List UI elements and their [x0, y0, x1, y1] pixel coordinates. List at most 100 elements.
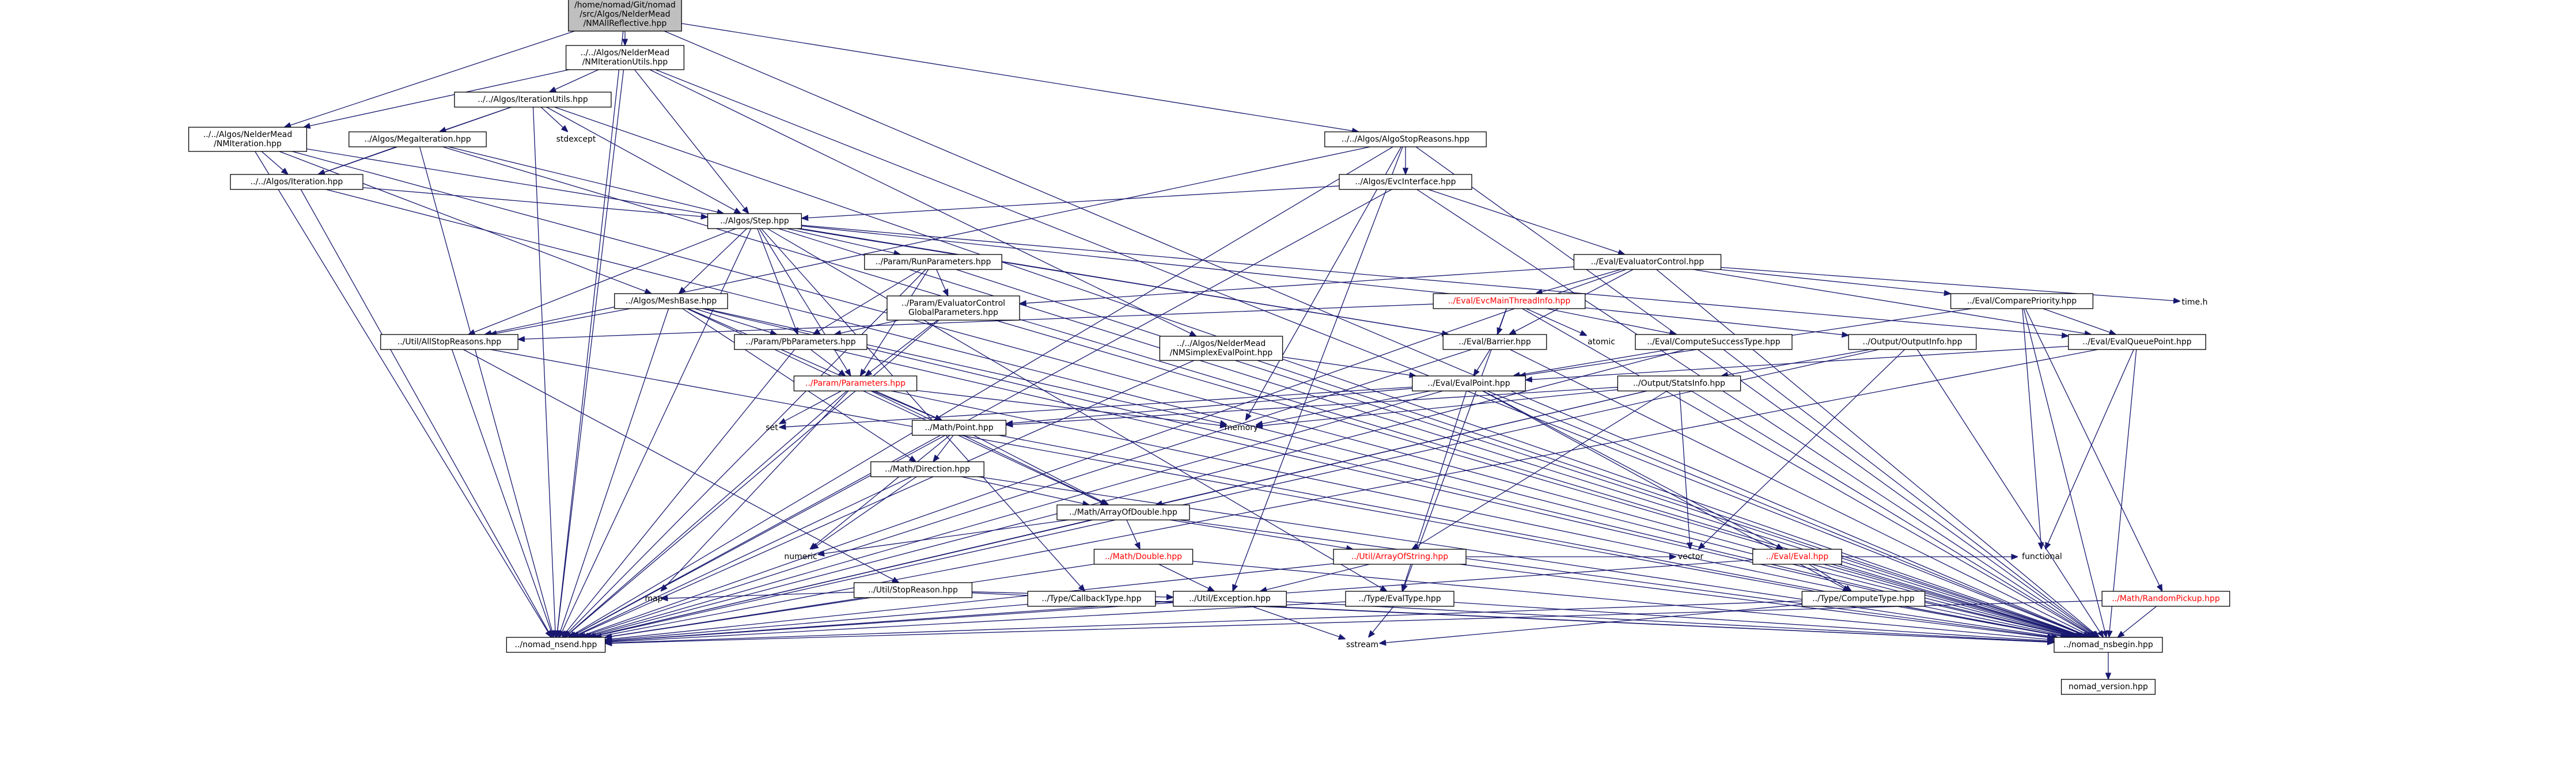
node-box: [565, 45, 685, 70]
edge-root-to-algostop: [681, 23, 1359, 132]
node-exception[interactable]: ../Util/Exception.hpp: [1173, 591, 1287, 607]
node-meshbase[interactable]: ../Algos/MeshBase.hpp: [614, 293, 728, 309]
node-box: [864, 254, 1002, 270]
node-evcinterface[interactable]: ../Algos/EvcInterface.hpp: [1339, 174, 1472, 190]
node-label: functional: [2022, 552, 2062, 561]
edge-nmiteration-to-iteration: [261, 151, 288, 174]
node-label: map: [645, 594, 662, 603]
node-nmsimplex[interactable]: ../../Algos/NelderMead/NMSimplexEvalPoin…: [1159, 336, 1283, 361]
node-barrier[interactable]: ../Eval/Barrier.hpp: [1442, 334, 1547, 350]
node-iteration[interactable]: ../../Algos/Iteration.hpp: [230, 174, 363, 190]
edge-evcglobal-to-params: [865, 320, 938, 376]
edge-arrstring-to-nomadend: [605, 563, 1334, 640]
edge-megaiter-to-iteration: [318, 146, 397, 174]
node-box: [506, 637, 606, 653]
edge-exception-to-sstream: [1251, 606, 1345, 639]
node-allstop[interactable]: ../Util/AllStopReasons.hpp: [380, 334, 518, 350]
edge-statsinfo-to-nomadbegin: [1691, 390, 2096, 637]
node-arrdouble[interactable]: ../Math/ArrayOfDouble.hpp: [1056, 504, 1190, 520]
node-mdouble[interactable]: ../Math/Double.hpp: [1093, 549, 1194, 565]
node-pbparams[interactable]: ../Param/PbParameters.hpp: [734, 334, 867, 350]
edge-evalqueue-to-functional: [2045, 349, 2134, 549]
node-label: ../Math/ArrayOfDouble.hpp: [1069, 508, 1177, 517]
edge-barrier-to-nomadend: [579, 349, 1472, 637]
node-comptype[interactable]: ../Type/ComputeType.hpp: [1801, 591, 1926, 607]
node-root[interactable]: /home/nomad/Git/nomad/src/Algos/NelderMe…: [568, 0, 682, 32]
edge-evalctrl-to-compprio: [1719, 269, 1950, 294]
node-params[interactable]: ../Param/Parameters.hpp: [793, 375, 918, 392]
node-evcmain[interactable]: ../Eval/EvcMainThreadInfo.hpp: [1433, 293, 1586, 309]
edge-iterutils-to-step: [546, 107, 741, 214]
node-label: ../Algos/MeshBase.hpp: [626, 297, 717, 306]
edge-params-to-point: [873, 390, 941, 420]
node-box: [2068, 334, 2206, 350]
edge-step-to-evalqueue: [801, 225, 2068, 336]
node-nmiterutils[interactable]: ../../Algos/NelderMead/NMIterationUtils.…: [565, 45, 685, 70]
node-label: ../Output/OutputInfo.hpp: [1863, 337, 1963, 347]
node-label: /NMIterationUtils.hpp: [582, 58, 668, 67]
node-evalctrl[interactable]: ../Eval/EvaluatorControl.hpp: [1573, 254, 1722, 270]
node-label: ../Eval/Eval.hpp: [1766, 552, 1829, 561]
edge-evcinterface-to-nomadbegin: [1416, 189, 2097, 637]
edge-runparams-to-pbparams: [813, 269, 921, 335]
edge-evcmain-to-compsucc: [1546, 308, 1676, 335]
node-arrstring[interactable]: ../Util/ArrayOfString.hpp: [1333, 549, 1467, 565]
node-iterutils[interactable]: ../../Algos/IterationUtils.hpp: [454, 92, 612, 108]
node-label: ../Param/RunParameters.hpp: [876, 257, 991, 267]
node-randpick[interactable]: ../Math/RandomPickup.hpp: [2101, 591, 2230, 607]
node-box: [1345, 591, 1454, 607]
node-label: memory: [1225, 423, 1259, 432]
node-nomadend[interactable]: ../nomad_nsend.hpp: [506, 637, 606, 653]
node-evalpoint[interactable]: ../Eval/EvalPoint.hpp: [1412, 375, 1526, 392]
edge-evcinterface-to-step: [801, 185, 1340, 218]
node-compprio[interactable]: ../Eval/ComparePriority.hpp: [1950, 293, 2094, 309]
node-evcglobal[interactable]: ../Param/EvaluatorControlGlobalParameter…: [887, 295, 1020, 321]
node-atomic: atomic: [1588, 337, 1615, 347]
edge-megaiter-to-step: [448, 146, 724, 214]
node-evaltype[interactable]: ../Type/EvalType.hpp: [1345, 591, 1454, 607]
edge-step-to-pbparams: [757, 228, 798, 335]
edge-nmiterutils-to-nomadbegin: [655, 69, 2089, 637]
node-algostop[interactable]: ../../Algos/AlgoStopReasons.hpp: [1324, 131, 1487, 147]
edge-meshbase-to-point: [688, 308, 942, 420]
node-nomadversion[interactable]: nomad_version.hpp: [2060, 679, 2156, 695]
node-evalqueue[interactable]: ../Eval/EvalQueuePoint.hpp: [2068, 334, 2206, 350]
node-megaiter[interactable]: ../Algos/MegaIteration.hpp: [348, 131, 487, 147]
edge-comptype-to-nomadbegin: [1903, 606, 2069, 637]
edge-params-to-set: [779, 390, 842, 424]
node-compsucc[interactable]: ../Eval/ComputeSuccessType.hpp: [1635, 334, 1793, 350]
node-stopreason[interactable]: ../Util/StopReason.hpp: [853, 582, 973, 598]
node-step[interactable]: ../Algos/Step.hpp: [707, 213, 802, 229]
node-nomadbegin[interactable]: ../nomad_nsbegin.hpp: [2054, 637, 2163, 653]
node-box: [1056, 504, 1190, 520]
node-label: ../Util/StopReason.hpp: [868, 586, 958, 595]
node-box: [853, 582, 973, 598]
edge-params-to-nomadend: [565, 390, 847, 637]
edge-barrier-to-nomadbegin: [1510, 349, 2093, 637]
edge-evalpoint-to-memory: [1256, 390, 1431, 425]
node-nmiteration[interactable]: ../../Algos/NelderMead/NMIteration.hpp: [188, 127, 308, 152]
node-eval[interactable]: ../Eval/Eval.hpp: [1752, 549, 1842, 565]
node-runparams[interactable]: ../Param/RunParameters.hpp: [864, 254, 1002, 270]
node-box: [1950, 293, 2094, 309]
node-callback[interactable]: ../Type/CallbackType.hpp: [1027, 591, 1156, 607]
edge-evcmain-to-nomadbegin: [1522, 308, 2096, 637]
node-direction[interactable]: ../Math/Direction.hpp: [870, 461, 984, 477]
edge-step-to-runparams: [787, 228, 900, 254]
node-box: [2054, 637, 2163, 653]
node-statsinfo[interactable]: ../Output/StatsInfo.hpp: [1617, 375, 1741, 392]
edge-evcinterface-to-evalctrl: [1428, 189, 1624, 254]
node-label: time.h: [2182, 298, 2208, 307]
edge-exception-to-nomadbegin: [1286, 601, 2054, 642]
node-point[interactable]: ../Math/Point.hpp: [911, 420, 1007, 436]
node-functional: functional: [2022, 552, 2062, 561]
edge-comptype-to-sstream: [1379, 604, 1802, 643]
edge-step-to-allstop: [468, 228, 736, 335]
edge-point-to-direction: [933, 435, 954, 462]
node-label: ../Math/Point.hpp: [925, 423, 993, 432]
node-label: /src/Algos/NelderMead: [579, 10, 670, 19]
edge-evalpoint-to-nomadbegin: [1487, 390, 2090, 638]
edge-step-to-params: [759, 228, 851, 376]
edge-runparams-to-params: [860, 269, 929, 376]
node-outinfo[interactable]: ../Output/OutputInfo.hpp: [1848, 334, 1977, 350]
